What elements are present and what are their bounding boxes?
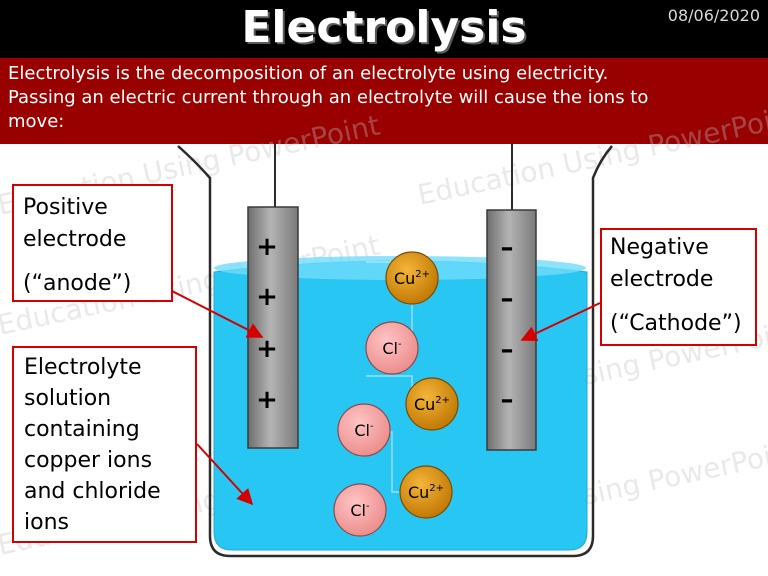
slide-title: Electrolysis <box>241 2 527 53</box>
electrolyte-label-line-1: Electrolyte <box>24 355 142 380</box>
electrolyte-label: Electrolyte solution containing copper i… <box>12 346 197 543</box>
svg-text:Cu2+: Cu2+ <box>414 395 450 414</box>
intro-line-3: move: <box>8 111 65 132</box>
watermark: Education Using PowerPoint <box>415 99 768 212</box>
svg-text:Cl-: Cl- <box>350 501 370 520</box>
anode-sign: + <box>256 334 278 364</box>
positive-label-line-2: electrode <box>23 227 127 252</box>
cathode-arrow <box>520 302 601 342</box>
positive-label-line-1: Positive <box>23 195 108 220</box>
intro-line-2: Passing an electric current through an e… <box>8 87 649 108</box>
anode-arrow <box>169 289 264 338</box>
negative-label-line-3: (“Cathode”) <box>610 311 742 336</box>
svg-text:Cl-: Cl- <box>354 421 374 440</box>
anode <box>247 206 299 449</box>
electrolyte-label-line-4: copper ions <box>24 448 153 473</box>
copper-ion: Cu2+ <box>399 465 453 519</box>
copper-ion: Cu2+ <box>405 377 459 431</box>
slide-date: 08/06/2020 <box>667 6 760 25</box>
negative-label-line-1: Negative <box>610 235 709 260</box>
chloride-ion: Cl- <box>365 321 419 375</box>
copper-ion: Cu2+ <box>385 251 439 305</box>
electrolyte-label-line-2: solution <box>24 386 112 411</box>
cathode-sign: – <box>501 335 514 365</box>
electrolyte-label-line-5: and chloride <box>24 479 161 504</box>
svg-text:Cu2+: Cu2+ <box>408 483 444 502</box>
negative-label-line-2: electrode <box>610 267 714 292</box>
chloride-ion: Cl- <box>333 483 387 537</box>
svg-text:Cu2+: Cu2+ <box>394 269 430 288</box>
electrolyte-label-line-6: ions <box>24 510 69 535</box>
anode-sign: + <box>256 282 278 312</box>
anode-sign: + <box>256 385 278 415</box>
svg-text:Cl-: Cl- <box>382 339 402 358</box>
anode-sign: + <box>256 232 278 262</box>
cathode-sign: – <box>501 233 514 263</box>
electrolyte-arrow <box>196 443 254 506</box>
title-bar <box>0 0 768 58</box>
electrolyte-label-line-3: containing <box>24 417 140 442</box>
cathode-sign: – <box>501 385 514 415</box>
positive-label-line-3: (“anode”) <box>23 271 132 296</box>
negative-electrode-label: Negative electrode (“Cathode”) <box>600 228 757 346</box>
intro-banner: Electrolysis is the decomposition of an … <box>0 58 768 144</box>
cathode-sign: – <box>501 284 514 314</box>
positive-electrode-label: Positive electrode (“anode”) <box>12 184 173 302</box>
beaker <box>177 145 613 558</box>
intro-line-1: Electrolysis is the decomposition of an … <box>8 63 609 84</box>
chloride-ion: Cl- <box>337 403 391 457</box>
